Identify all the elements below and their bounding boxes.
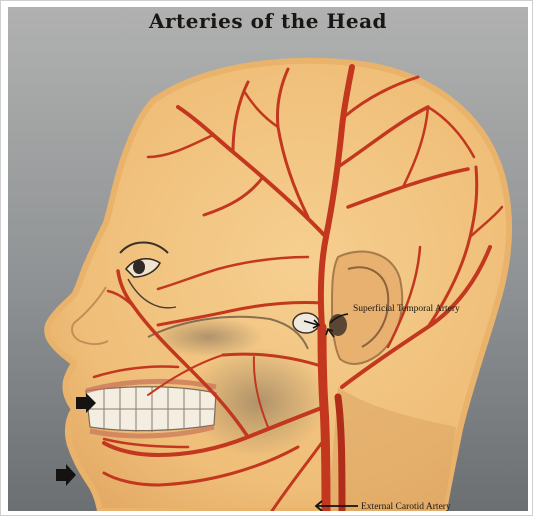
label-superficial-temporal-artery: Superficial Temporal Artery <box>353 304 460 314</box>
illustration-panel: Arteries of the Head Superficial Tempora… <box>8 7 528 511</box>
internal-carotid-trunk <box>338 397 342 511</box>
diagram-title: Arteries of the Head <box>8 9 528 33</box>
label-external-carotid-artery: External Carotid Artery <box>361 502 451 511</box>
head-artery-illustration <box>8 7 528 511</box>
teeth <box>86 381 216 436</box>
temporal-landmark <box>293 313 319 333</box>
external-carotid-trunk <box>322 327 326 511</box>
